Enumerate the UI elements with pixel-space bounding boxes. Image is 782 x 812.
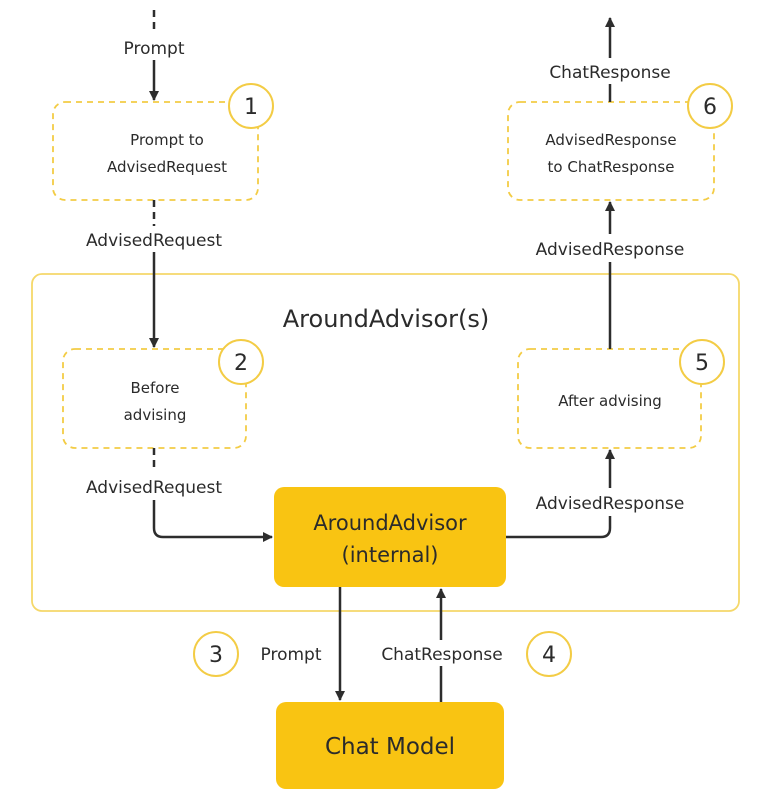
step6-line2: to ChatResponse <box>548 158 675 176</box>
step4-badge <box>526 631 572 677</box>
step1-number: 1 <box>244 95 258 120</box>
step1-box <box>52 101 259 201</box>
step3-number: 3 <box>209 643 223 668</box>
label-prompt-down: Prompt <box>261 645 322 665</box>
internal-box-line1: AroundAdvisor <box>313 511 467 535</box>
label-prompt-in: Prompt <box>124 39 185 59</box>
around-advisors-container <box>31 273 740 612</box>
step2-number: 2 <box>234 351 248 376</box>
advised-response-arrow-1 <box>506 449 615 539</box>
label-chat-response-up: ChatResponse <box>381 645 502 665</box>
step6-line1: AdvisedResponse <box>545 131 676 149</box>
step2-box <box>62 348 247 449</box>
advised-request-arrow-2b <box>152 500 273 542</box>
step6-box <box>507 101 715 201</box>
label-advised-response-1: AdvisedResponse <box>536 240 685 260</box>
step2-badge <box>218 339 264 385</box>
chat-model-label: Chat Model <box>325 734 455 760</box>
step2-line1: Before <box>130 379 179 397</box>
step3-badge <box>193 631 239 677</box>
step5-badge <box>679 339 725 385</box>
step2-line2: advising <box>124 406 187 424</box>
step5-line1: After advising <box>558 392 662 410</box>
step1-badge <box>228 83 274 129</box>
step6-number: 6 <box>703 95 717 120</box>
label-advised-request-1: AdvisedRequest <box>86 231 222 251</box>
label-advised-request-2: AdvisedRequest <box>86 478 222 498</box>
chat-model-box <box>276 702 504 789</box>
around-advisor-internal-box <box>274 487 506 587</box>
internal-box-line2: (internal) <box>342 543 439 567</box>
step1-line1: Prompt to <box>130 131 204 149</box>
step5-number: 5 <box>695 351 709 376</box>
step6-badge <box>687 83 733 129</box>
step1-line2: AdvisedRequest <box>107 158 227 176</box>
label-advised-response-2: AdvisedResponse <box>536 494 685 514</box>
container-title: AroundAdvisor(s) <box>283 305 489 333</box>
label-chat-response-out: ChatResponse <box>549 63 670 83</box>
step4-number: 4 <box>542 643 556 668</box>
